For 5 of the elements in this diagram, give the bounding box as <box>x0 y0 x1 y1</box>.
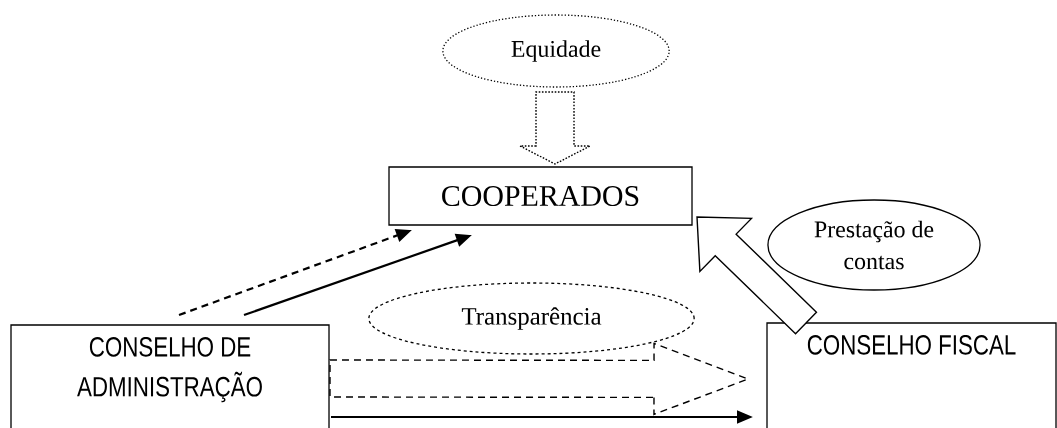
process-box: COOPERADOS <box>388 166 693 226</box>
process-box: CONSELHO DE ADMINISTRAÇÃO <box>10 324 330 428</box>
block-arrow <box>517 91 593 165</box>
block-arrow <box>696 216 818 335</box>
process-box: CONSELHO FISCAL <box>766 322 1057 428</box>
